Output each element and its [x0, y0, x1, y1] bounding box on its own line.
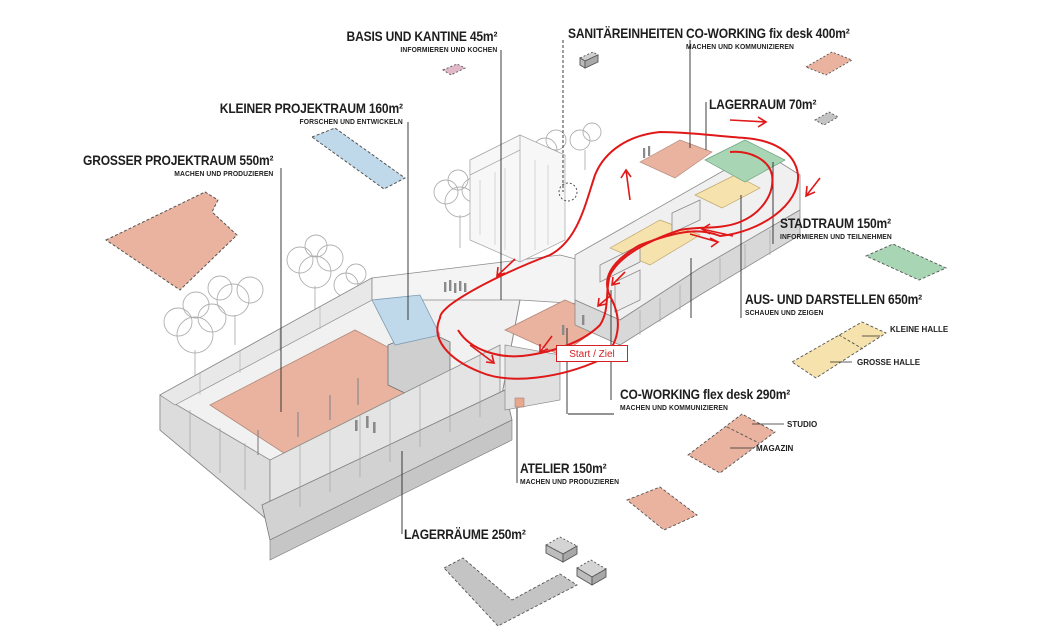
label-title: ATELIER 150m²	[520, 460, 607, 476]
plan-shape-sanitaer	[579, 51, 599, 69]
label-lagerraum: LAGERRAUM 70m²	[709, 97, 834, 111]
plan-shape-kleiner-projektraum	[310, 127, 406, 190]
label-basis-und-kantine: BASIS UND KANTINE 45m² INFORMIEREN UND K…	[322, 29, 497, 54]
label-title: KLEINER PROJEKTRAUM 160m²	[219, 100, 403, 116]
label-coworking-flex-desk: CO-WORKING flex desk 290m² MACHEN UND KO…	[620, 387, 818, 412]
label-title: BASIS UND KANTINE 45m²	[346, 28, 497, 44]
label-lagerraeume: LAGERRÄUME 250m²	[404, 527, 546, 541]
label-title: SANITÄREINHEITEN	[568, 25, 683, 41]
label-subtitle: INFORMIEREN UND KOCHEN	[400, 45, 497, 54]
tree-icon	[163, 275, 264, 385]
label-title: GROSSER PROJEKTRAUM 550m²	[82, 152, 274, 168]
label-title: CO-WORKING flex desk 290m²	[620, 386, 791, 402]
label-subtitle: FORSCHEN UND ENTWICKELN	[299, 117, 403, 126]
plan-shape-lagerraeume	[443, 536, 607, 627]
label-subtitle: MACHEN UND PRODUZIEREN	[520, 477, 620, 486]
plan-shape-grosser-projektraum	[105, 191, 238, 291]
building-volume	[159, 134, 801, 561]
label-coworking-fix-desk: CO-WORKING fix desk 400m² MACHEN UND KOM…	[686, 26, 876, 51]
label-title: STADTRAUM 150m²	[780, 215, 891, 231]
plan-shape-lagerraum	[814, 111, 839, 126]
plan-shape-coworking-flex	[687, 413, 784, 474]
label-grosse-halle: GROSSE HALLE	[857, 358, 921, 367]
route-loop	[436, 130, 800, 380]
plan-shape-basis	[442, 63, 467, 76]
label-title: AUS- UND DARSTELLEN 650m²	[745, 291, 922, 307]
label-grosser-projektraum: GROSSER PROJEKTRAUM 550m² MACHEN UND PRO…	[52, 152, 274, 178]
label-kleine-halle: KLEINE HALLE	[890, 325, 949, 334]
label-stadtraum: STADTRAUM 150m² INFORMIEREN UND TEILNEHM…	[780, 216, 909, 241]
plan-shape-coworking-fix	[804, 51, 854, 76]
label-magazin: MAGAZIN	[756, 444, 794, 453]
leader-lines	[280, 40, 774, 534]
label-title: LAGERRÄUME 250m²	[404, 526, 526, 542]
plan-shape-stadtraum	[864, 243, 948, 281]
label-kleiner-projektraum: KLEINER PROJEKTRAUM 160m² FORSCHEN UND E…	[190, 101, 403, 126]
label-subtitle: MACHEN UND PRODUZIEREN	[173, 169, 273, 178]
label-studio: STUDIO	[787, 420, 818, 429]
label-subtitle: MACHEN UND KOMMUNIZIEREN	[686, 42, 794, 51]
label-title: LAGERRAUM 70m²	[709, 96, 817, 112]
label-subtitle: INFORMIEREN UND TEILNEHMEN	[780, 232, 892, 241]
start-ziel-marker: Start / Ziel	[556, 345, 628, 362]
people-figures-icon	[355, 146, 651, 433]
plan-shape-halle	[791, 321, 887, 379]
route-arrow-icon	[469, 116, 821, 364]
label-title: CO-WORKING fix desk 400m²	[686, 25, 850, 41]
label-sanitaereinheiten: SANITÄREINHEITEN	[568, 26, 702, 40]
label-subtitle: SCHAUEN UND ZEIGEN	[745, 308, 824, 317]
label-subtitle: MACHEN UND KOMMUNIZIEREN	[620, 403, 728, 412]
label-atelier: ATELIER 150m² MACHEN UND PRODUZIEREN	[520, 461, 630, 486]
plan-shape-atelier	[626, 486, 698, 531]
label-aus-und-darstellen: AUS- UND DARSTELLEN 650m² SCHAUEN UND ZE…	[745, 292, 951, 317]
